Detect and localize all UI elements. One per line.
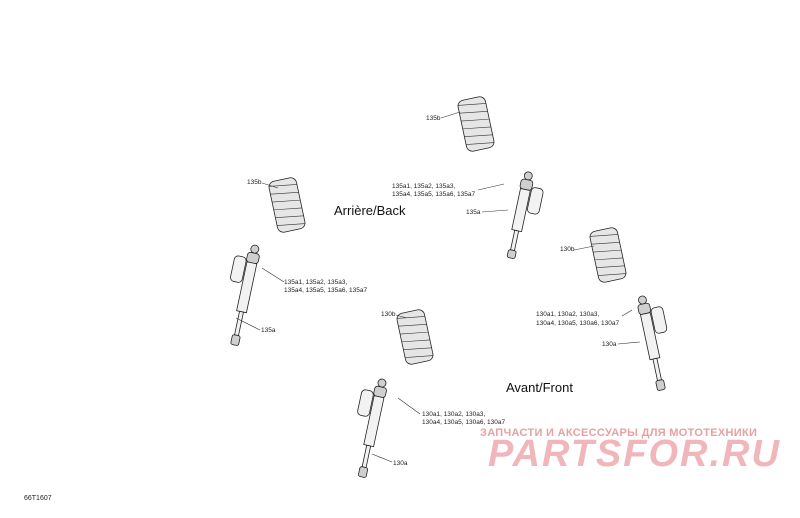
label-shock-rear-top: 135a (466, 209, 481, 216)
coil-spring-front-center (396, 309, 434, 365)
codes-shock-front-right-line2: 130a4, 130a5, 130a6, 130a7 (536, 320, 620, 327)
shock-absorber-front-right (637, 295, 668, 391)
label-shock-rear-left: 135a (261, 327, 276, 334)
codes-shock-rear-top-line2: 135a4, 135a5, 135a6, 135a7 (392, 191, 476, 198)
section-title-front: Avant/Front (506, 380, 573, 395)
shock-absorber-front-center (357, 378, 387, 478)
coil-spring-rear-top (457, 96, 495, 152)
watermark-tagline: ЗАПЧАСТИ И АКСЕССУАРЫ ДЛЯ МОТОТЕХНИКИ (480, 427, 757, 439)
codes-shock-rear-top-line1: 135a1, 135a2, 135a3, (392, 183, 455, 190)
label-shock-front-right: 130a (602, 341, 617, 348)
coil-spring-front-right (589, 227, 627, 283)
label-shock-front-center: 130a (393, 460, 408, 467)
label-spring-rear-top: 135b (426, 115, 441, 122)
label-spring-front-right: 130b (560, 246, 575, 253)
coil-spring-rear-left (268, 177, 306, 233)
codes-shock-rear-left-line2: 135a4, 135a5, 135a6, 135a7 (284, 287, 368, 294)
codes-shock-front-center-line1: 130a1, 130a2, 130a3, (422, 411, 485, 418)
watermark-brand: PARTSFOR.RU (488, 433, 781, 475)
shock-absorber-rear-left (230, 244, 260, 346)
section-title-rear: Arrière/Back (334, 203, 406, 218)
codes-shock-rear-left-line1: 135a1, 135a2, 135a3, (284, 279, 347, 286)
label-spring-rear-left: 135b (247, 179, 262, 186)
codes-shock-front-right-line1: 130a1, 130a2, 130a3, (536, 311, 599, 318)
codes-shock-front-center-line2: 130a4, 130a5, 130a6, 130a7 (422, 419, 506, 426)
shock-absorber-rear-top (506, 171, 544, 259)
diagram-code: 66T1607 (24, 495, 52, 502)
label-spring-front-center: 130b (381, 311, 396, 318)
